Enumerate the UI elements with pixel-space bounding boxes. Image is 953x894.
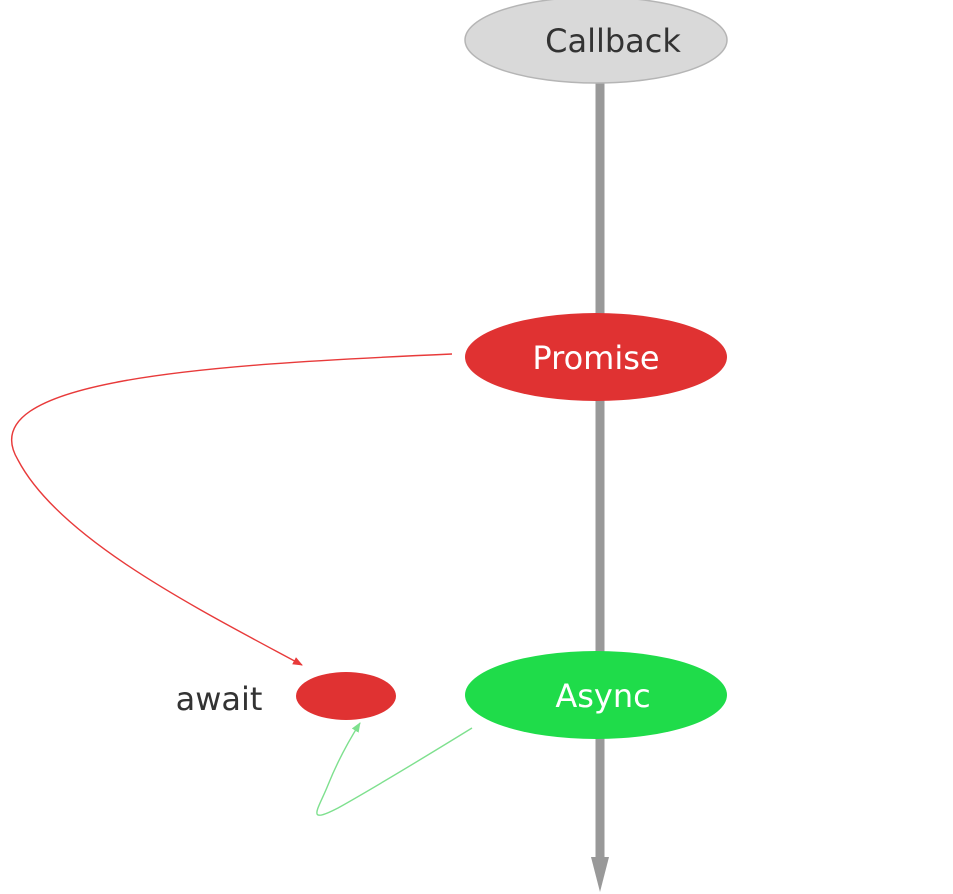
- promise-to-await-edge: [10, 353, 453, 666]
- callback-ellipse: [464, 0, 728, 84]
- await-ellipse: [296, 672, 396, 720]
- promise-node: Promise: [465, 313, 727, 401]
- async-ellipse: [465, 651, 727, 739]
- await-node: await: [176, 672, 396, 720]
- async-label: Async: [555, 677, 650, 715]
- promise-label: Promise: [532, 339, 659, 377]
- promise-ellipse: [465, 313, 727, 401]
- await-label: await: [176, 680, 263, 718]
- async-node: Async: [465, 651, 727, 739]
- timeline-arrowhead: [591, 857, 609, 892]
- async-to-await-edge: [316, 722, 473, 816]
- callback-label: Callback: [545, 22, 681, 60]
- callback-node: Callback: [464, 0, 728, 84]
